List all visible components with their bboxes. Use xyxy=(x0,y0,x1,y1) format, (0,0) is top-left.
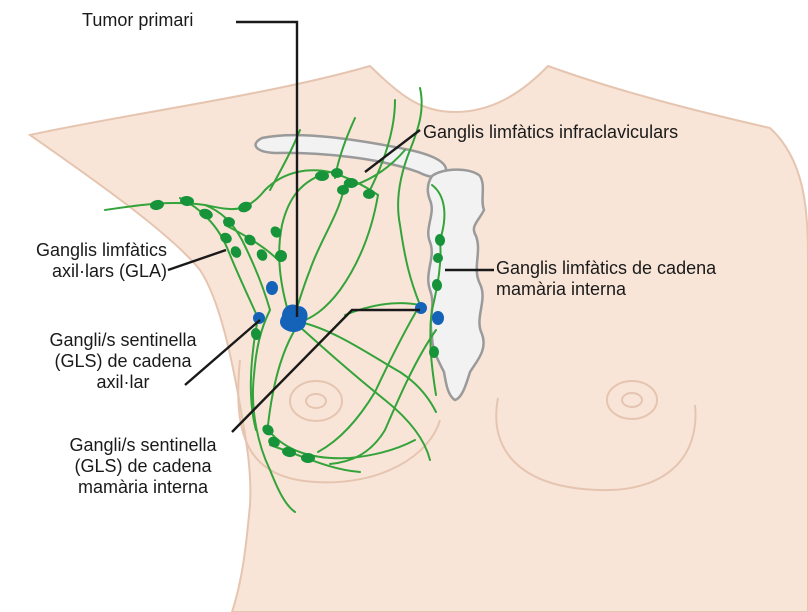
label-sentinel-internal-line-3: mamària interna xyxy=(32,477,254,498)
label-sentinel-axillary-line-3: axil·lar xyxy=(18,372,228,393)
lymph-node xyxy=(363,189,375,199)
lymph-node xyxy=(429,346,439,358)
lymph-node xyxy=(433,253,443,263)
lymph-node xyxy=(275,250,287,262)
label-tumor-text: Tumor primari xyxy=(82,10,193,31)
label-tumor-primari: Tumor primari xyxy=(82,10,193,31)
label-infraclavicular: Ganglis limfàtics infraclaviculars xyxy=(423,122,678,143)
lymph-node xyxy=(337,185,349,195)
label-sentinel-axillary: Gangli/s sentinella (GLS) de cadena axil… xyxy=(18,330,228,393)
sentinel-lymph-node xyxy=(415,302,427,314)
label-sentinel-axillary-line-1: Gangli/s sentinella xyxy=(18,330,228,351)
lymph-node xyxy=(331,168,343,178)
label-internal-mammary-nodes: Ganglis limfàtics de cadena mamària inte… xyxy=(496,258,716,300)
label-sentinel-internal: Gangli/s sentinella (GLS) de cadena mamà… xyxy=(32,435,254,498)
label-sentinel-internal-line-1: Gangli/s sentinella xyxy=(32,435,254,456)
lymph-node xyxy=(301,453,315,463)
label-sentinel-internal-line-2: (GLS) de cadena xyxy=(32,456,254,477)
sentinel-lymph-node xyxy=(432,311,444,325)
label-axillary-nodes: Ganglis limfàtics axil·lars (GLA) xyxy=(6,240,167,282)
label-internal-mammary-line-2: mamària interna xyxy=(496,279,716,300)
label-axillary-line-1: Ganglis limfàtics xyxy=(6,240,167,261)
label-internal-mammary-line-1: Ganglis limfàtics de cadena xyxy=(496,258,716,279)
sentinel-lymph-node xyxy=(266,281,278,295)
lymph-node xyxy=(315,171,329,181)
label-sentinel-axillary-line-2: (GLS) de cadena xyxy=(18,351,228,372)
label-infraclavicular-text: Ganglis limfàtics infraclaviculars xyxy=(423,122,678,143)
label-axillary-line-2: axil·lars (GLA) xyxy=(6,261,167,282)
